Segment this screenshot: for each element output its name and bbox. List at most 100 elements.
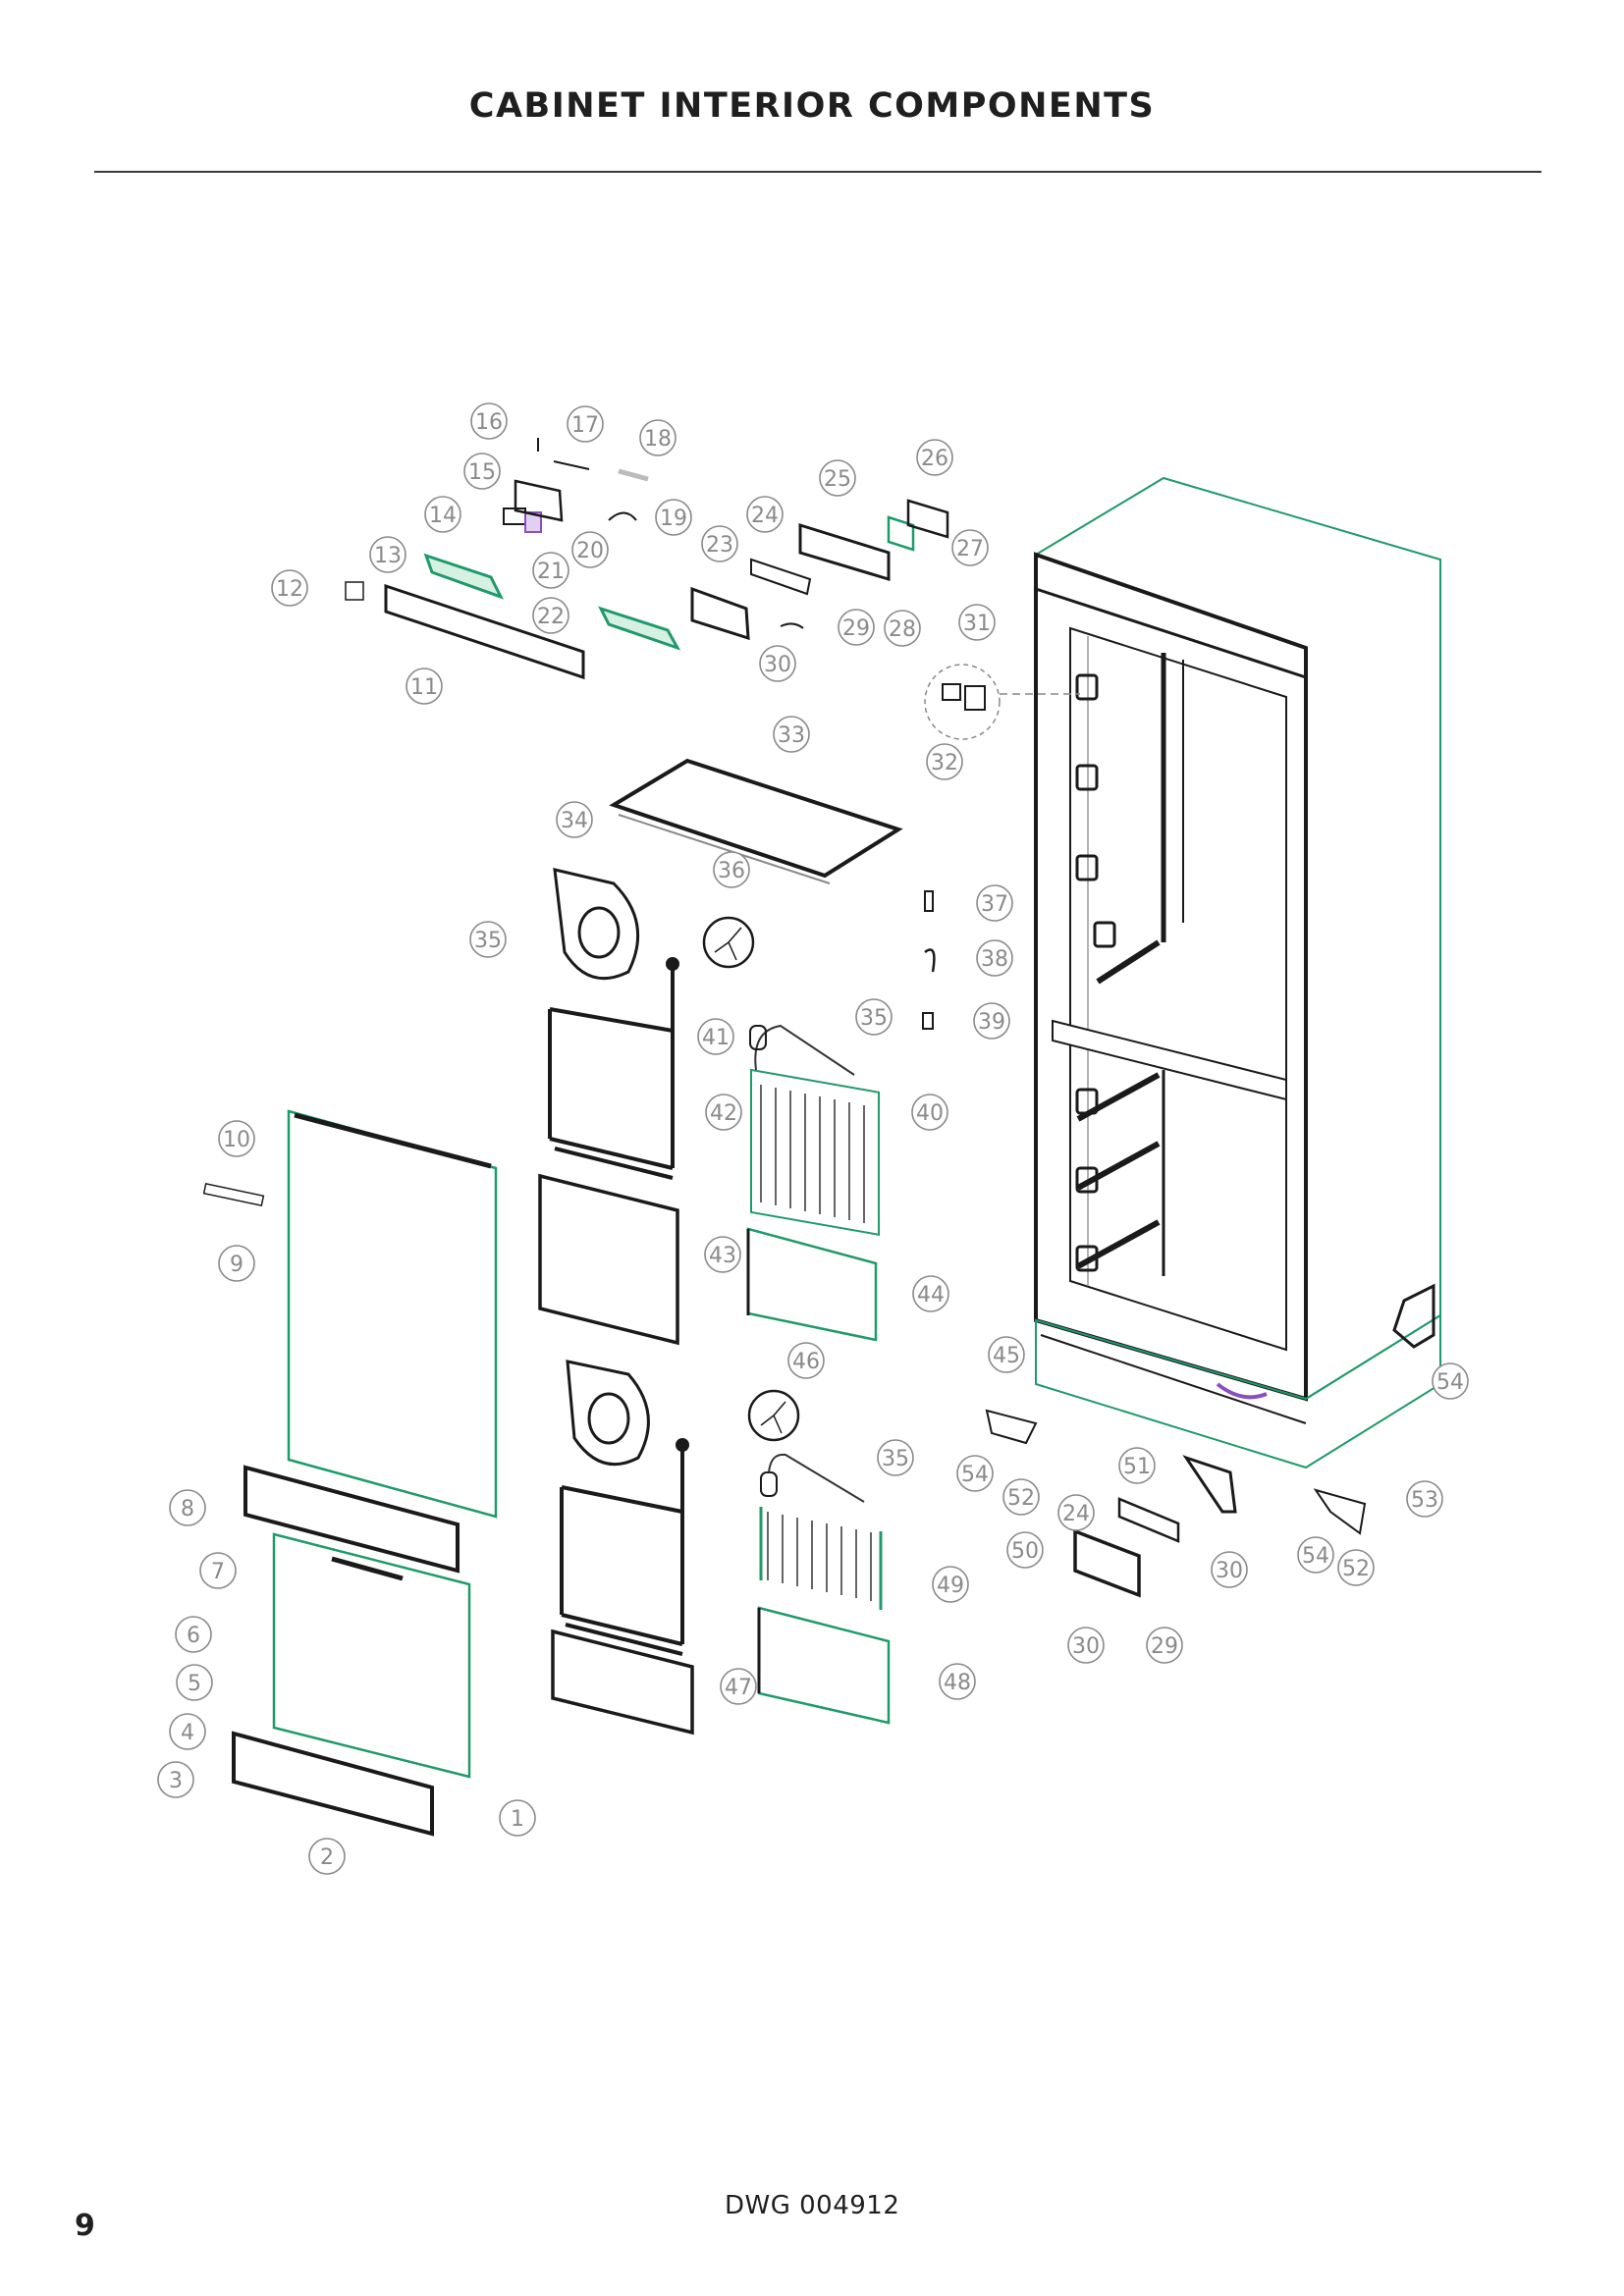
callout-label: 35 <box>474 929 502 953</box>
callout-circle <box>470 402 508 440</box>
callout-circle <box>463 453 501 490</box>
callout-circle <box>571 531 609 568</box>
callout-label: 37 <box>981 892 1008 917</box>
callout-52: 52 <box>1002 1478 1040 1516</box>
callout-circle <box>1337 1549 1375 1586</box>
callout-label: 54 <box>1436 1370 1464 1395</box>
callout-label: 9 <box>230 1253 244 1277</box>
callout-label: 35 <box>860 1006 888 1031</box>
callout-label: 36 <box>718 859 745 883</box>
callout-label: 51 <box>1123 1455 1151 1479</box>
callout-43: 43 <box>704 1236 741 1273</box>
callout-label: 54 <box>1302 1544 1329 1569</box>
callout-circle <box>199 1552 237 1589</box>
callout-circle <box>746 496 784 533</box>
callout-label: 35 <box>882 1447 909 1471</box>
detail-callout-31-32 <box>924 664 1080 740</box>
callout-35: 35 <box>877 1439 914 1476</box>
callout-label: 38 <box>981 947 1008 972</box>
callout-20: 20 <box>571 531 609 568</box>
callout-label: 33 <box>778 723 805 748</box>
callout-circle <box>639 419 677 456</box>
callout-label: 26 <box>921 447 948 471</box>
callout-circle <box>988 1336 1025 1373</box>
callout-49: 49 <box>932 1566 969 1603</box>
callout-35: 35 <box>469 921 507 958</box>
callout-circle <box>1406 1480 1443 1518</box>
callout-label: 17 <box>571 413 599 438</box>
part-38 <box>924 948 936 973</box>
callout-30: 30 <box>1067 1627 1105 1664</box>
callout-circle <box>976 939 1013 977</box>
callout-42: 42 <box>705 1094 742 1131</box>
callout-circle <box>1211 1551 1248 1588</box>
callout-15: 15 <box>463 453 501 490</box>
shelf-frame <box>609 758 903 884</box>
callout-24: 24 <box>1057 1494 1095 1531</box>
bracket-51 <box>1182 1455 1237 1514</box>
callout-19: 19 <box>655 499 692 536</box>
callout-16: 16 <box>470 402 508 440</box>
callout-label: 6 <box>187 1624 200 1648</box>
callout-circle <box>1118 1447 1156 1484</box>
callout-23: 23 <box>701 525 738 562</box>
callout-circle <box>939 1663 976 1700</box>
callout-label: 42 <box>710 1101 737 1126</box>
control-housing-lower <box>1073 1528 1141 1598</box>
defrost-heater-upper <box>548 957 679 1180</box>
callout-30: 30 <box>759 645 796 682</box>
callout-circle <box>855 998 893 1036</box>
callout-label: 34 <box>561 809 588 833</box>
callout-circle <box>1067 1627 1105 1664</box>
part-37 <box>924 890 934 912</box>
fan-shroud-upper <box>553 868 640 981</box>
callout-29: 29 <box>838 609 875 646</box>
callout-label: 52 <box>1007 1486 1035 1511</box>
callout-label: 15 <box>468 460 496 485</box>
callout-circle <box>704 1236 741 1273</box>
defrost-heater-lower <box>560 1438 689 1656</box>
callout-circle <box>912 1275 949 1312</box>
callout-circle <box>532 597 569 634</box>
callout-circle <box>1057 1494 1095 1531</box>
drawing-number: DWG 004912 <box>725 2191 900 2220</box>
callout-54: 54 <box>1297 1536 1334 1574</box>
fan-shroud-lower <box>566 1360 650 1467</box>
callout-label: 8 <box>181 1497 194 1522</box>
callout-5: 5 <box>176 1664 213 1701</box>
callout-label: 53 <box>1411 1488 1438 1513</box>
callout-circle <box>655 499 692 536</box>
callout-circle <box>369 536 406 573</box>
callout-circle <box>1432 1362 1469 1400</box>
glass-shelf-upper <box>287 1109 498 1519</box>
callout-label: 28 <box>889 617 916 642</box>
callout-circle <box>819 459 856 497</box>
callout-circle <box>958 604 996 641</box>
callout-circle <box>556 801 593 838</box>
callout-9: 9 <box>218 1245 255 1282</box>
callout-circle <box>218 1245 255 1282</box>
part-39 <box>922 1012 934 1030</box>
hinge-bracket-right <box>1313 1488 1367 1535</box>
callout-label: 4 <box>181 1721 194 1745</box>
callout-circle <box>1146 1627 1183 1664</box>
callout-circle <box>271 569 308 607</box>
crisper-front-upper <box>244 1465 460 1574</box>
page-title: CABINET INTERIOR COMPONENTS <box>468 86 1156 126</box>
callout-44: 44 <box>912 1275 949 1312</box>
callout-17: 17 <box>567 405 604 443</box>
callout-11: 11 <box>406 667 443 705</box>
evaporator-cover-lower <box>551 1629 694 1735</box>
drain-pan-lower <box>757 1606 891 1725</box>
callout-label: 20 <box>576 539 604 563</box>
callout-label: 39 <box>978 1010 1005 1035</box>
callout-circle <box>175 1616 212 1653</box>
callout-label: 14 <box>429 504 457 528</box>
callout-label: 21 <box>537 560 565 584</box>
callout-4: 4 <box>169 1713 206 1750</box>
callout-label: 29 <box>1151 1634 1178 1659</box>
callout-31: 31 <box>958 604 996 641</box>
callout-label: 50 <box>1011 1539 1039 1564</box>
callout-circle <box>169 1489 206 1526</box>
